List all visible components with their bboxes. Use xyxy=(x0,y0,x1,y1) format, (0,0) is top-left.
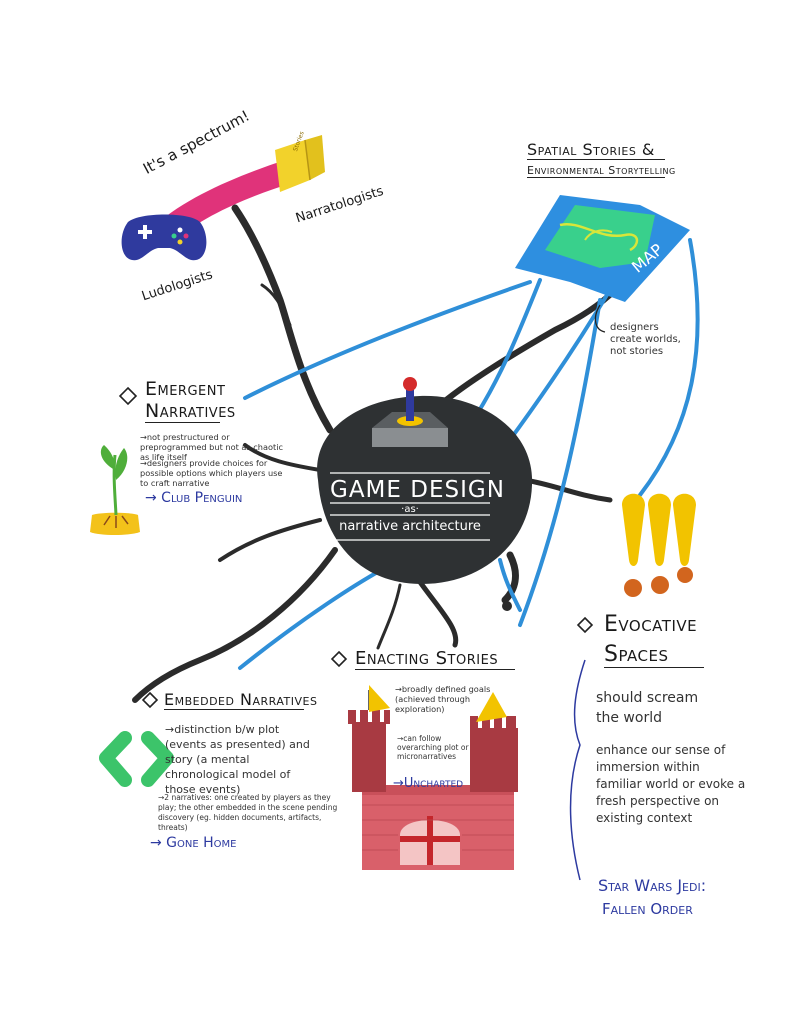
center-subtitle: narrative architecture xyxy=(339,519,481,534)
evocative-example-2[interactable]: Fallen Order xyxy=(602,900,693,918)
game-controller-icon xyxy=(121,214,207,261)
embedded-note-1: →distinction b/w plot (events as present… xyxy=(165,723,310,796)
evocative-example-1[interactable]: Star Wars Jedi: xyxy=(598,876,707,895)
emergent-title-2: Narratives xyxy=(145,400,236,423)
joystick-icon xyxy=(372,377,448,447)
enacting-note-1: →broadly defined goals (achieved through… xyxy=(395,684,491,714)
diamond-icon xyxy=(99,731,174,787)
evocative-title-2: Spaces xyxy=(604,642,704,668)
center-title: GAME DESIGN xyxy=(330,477,505,503)
enacting-example[interactable]: →Uncharted xyxy=(393,776,464,791)
emergent-note-2: →designers provide choices for possible … xyxy=(140,458,283,488)
spatial-title-1: Spatial Stories & xyxy=(527,140,665,160)
map-icon xyxy=(515,195,690,302)
embedded-note-2: →2 narratives: one created by players as… xyxy=(158,793,338,832)
evocative-note-2: enhance our sense of immersion within fa… xyxy=(596,743,746,825)
sprout-icon xyxy=(90,445,140,535)
spectrum-art xyxy=(121,135,325,261)
enacting-title: Enacting Stories xyxy=(355,648,515,670)
heading-bullets xyxy=(118,386,594,709)
embedded-example[interactable]: → Gone Home xyxy=(150,835,237,851)
branch-dot xyxy=(502,601,512,611)
center-as: ·as· xyxy=(401,504,419,515)
exclamation-icon xyxy=(622,493,696,597)
enacting-note-2: →can follow overarching plot or micronar… xyxy=(397,734,469,761)
castle-icon xyxy=(348,685,518,870)
evocative-title-1: Evocative xyxy=(604,612,698,637)
evocative-bracket xyxy=(569,659,586,881)
evocative-note-1: should scream the world xyxy=(596,690,699,726)
spatial-note: designers create worlds, not stories xyxy=(610,322,681,357)
spatial-arrow xyxy=(594,304,606,333)
emergent-example[interactable]: → Club Penguin xyxy=(145,490,243,506)
dark-branches xyxy=(132,204,618,703)
book-icon xyxy=(275,135,325,192)
emergent-title-1: Emergent xyxy=(145,378,226,400)
spatial-title-2: Environmental Storytelling xyxy=(527,164,676,178)
center-node xyxy=(317,395,533,585)
embedded-title: Embedded Narratives xyxy=(164,690,318,710)
emergent-note-1: →not prestructured or preprogrammed but … xyxy=(140,432,283,462)
